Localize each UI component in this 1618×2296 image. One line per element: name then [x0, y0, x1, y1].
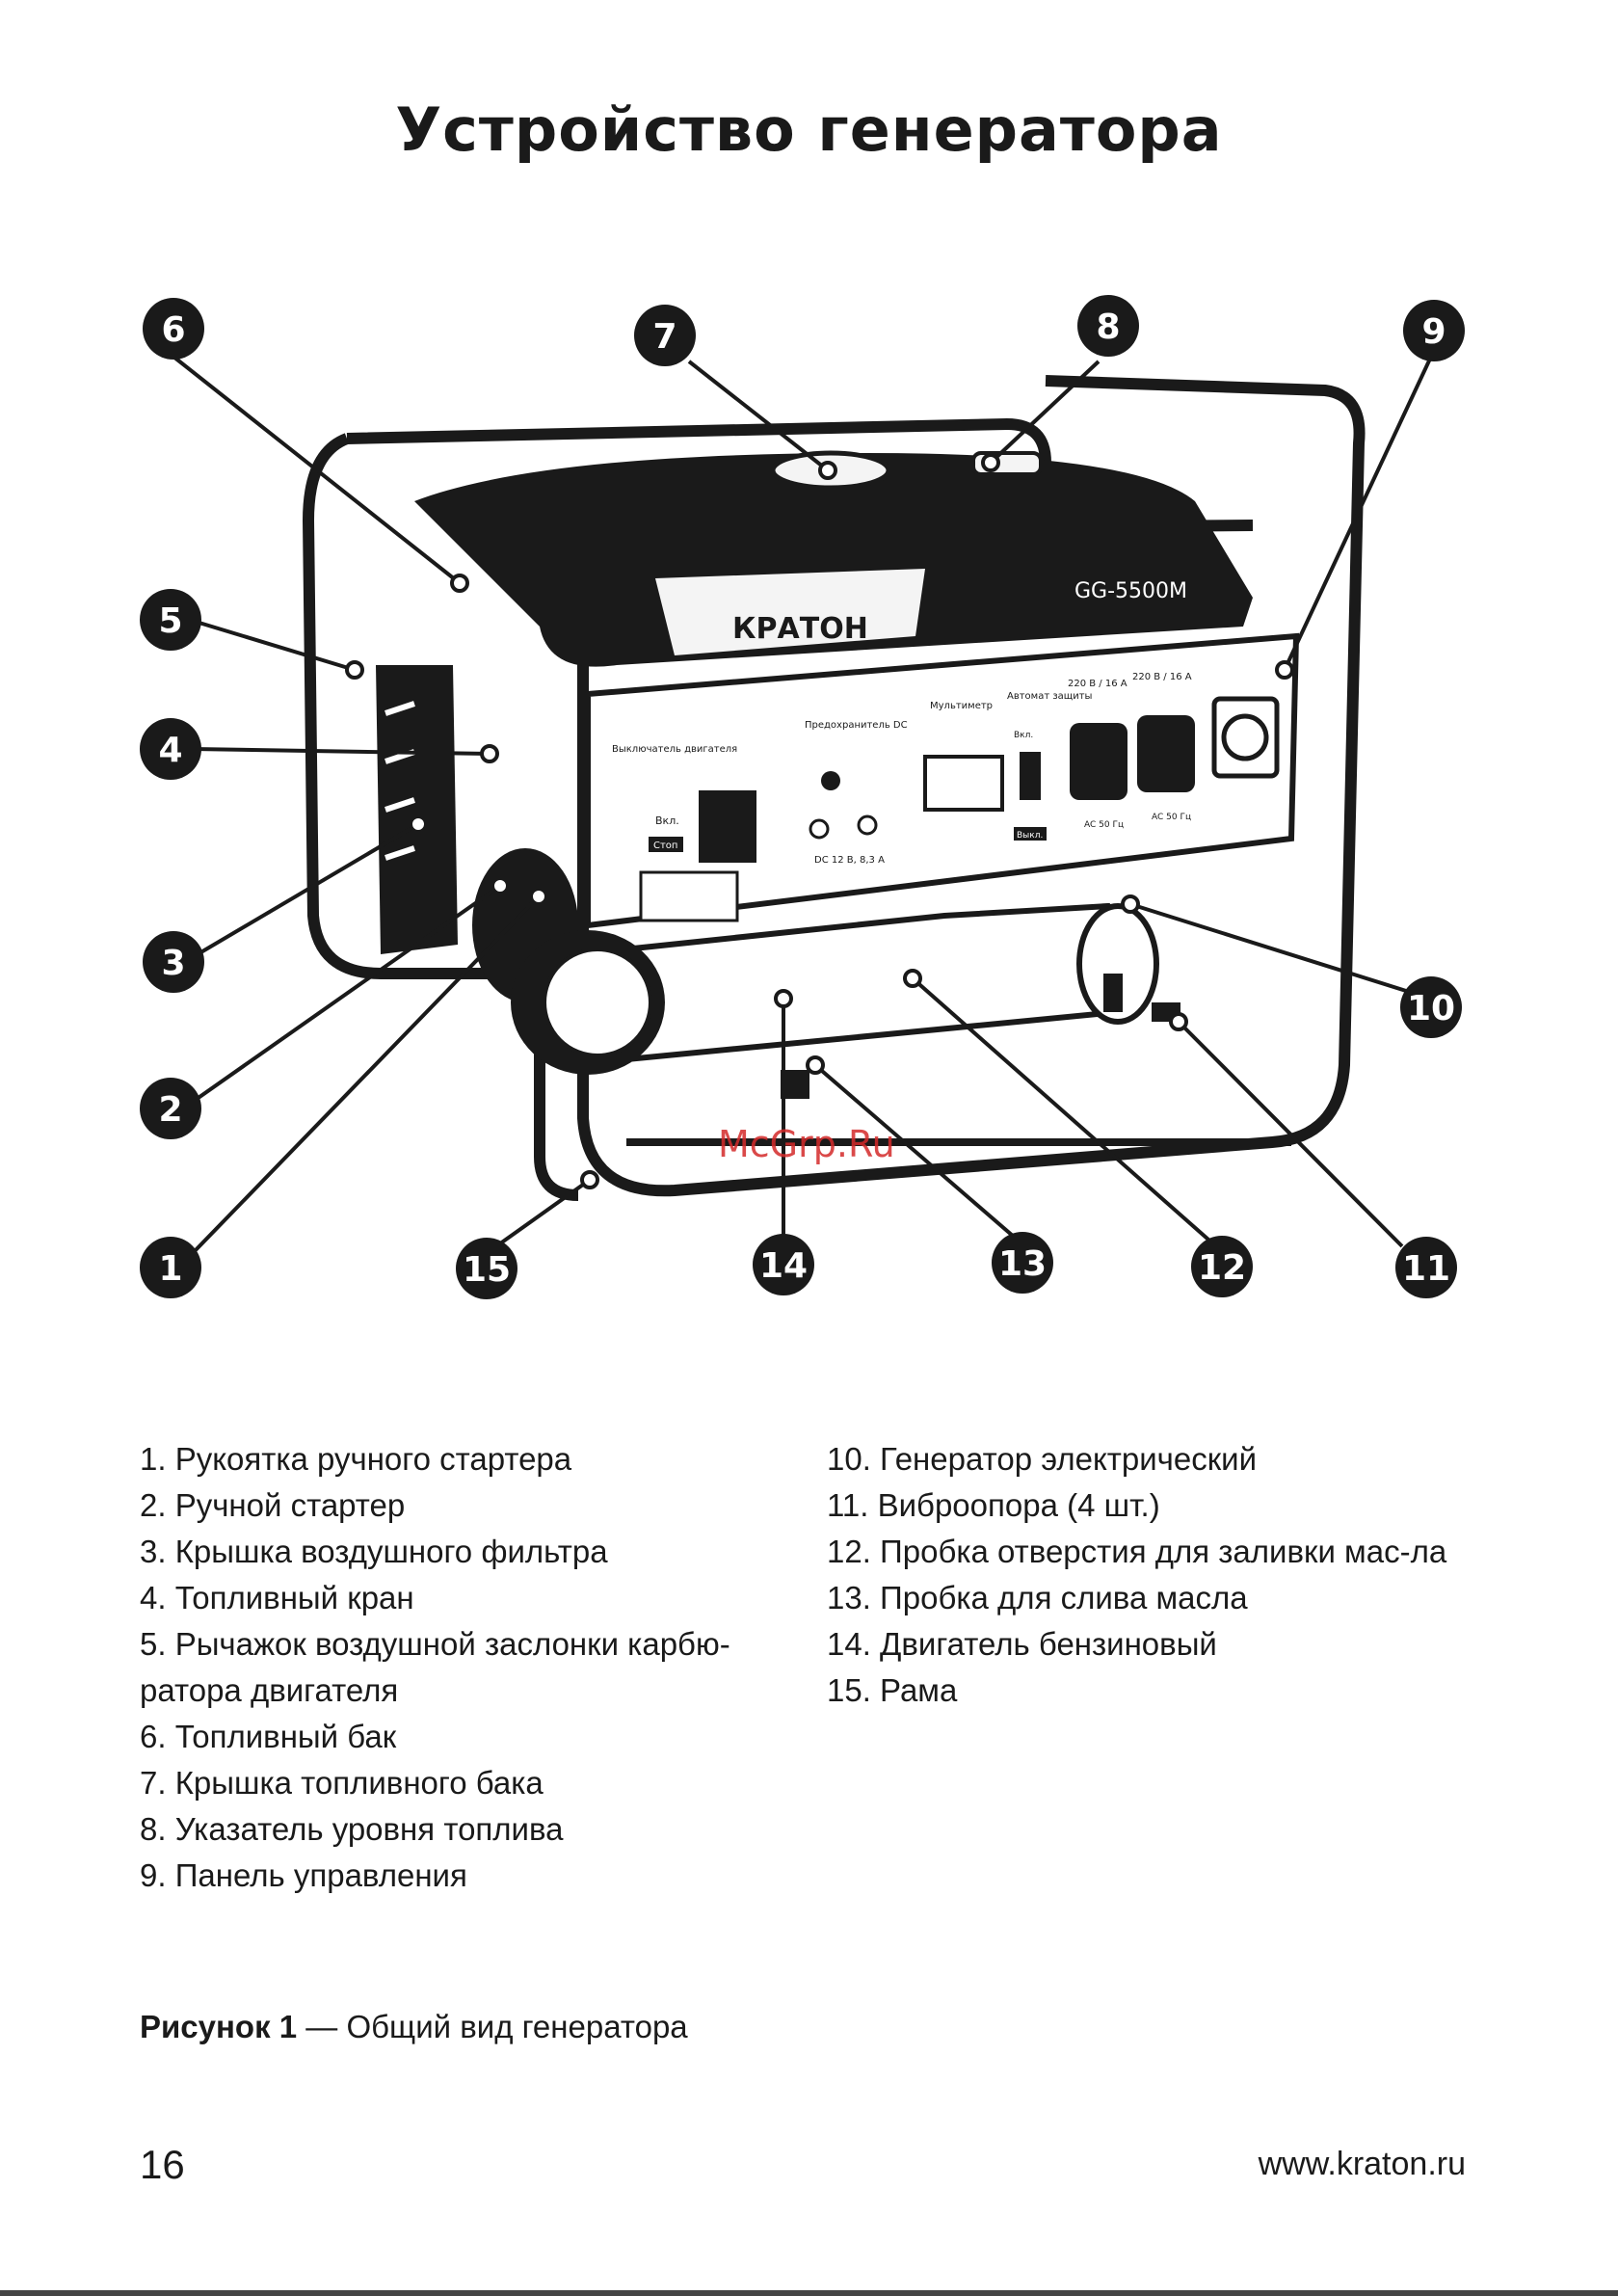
svg-text:12: 12 [1198, 1248, 1246, 1288]
legend-item: 3. Крышка воздушного фильтра [140, 1534, 608, 1569]
svg-text:3: 3 [161, 944, 185, 983]
fuel-tank: КРАТОН GG-5500M [414, 450, 1253, 667]
generator-figure: КРАТОН GG-5500M Выключатель двигателя Вк… [140, 295, 1465, 1299]
legend-item: 14. Двигатель бензиновый [827, 1626, 1217, 1662]
legend-item: 2. Ручной стартер [140, 1487, 406, 1523]
legend-item: 5. Рычажок воздушной заслонки карбю-рато… [140, 1626, 730, 1708]
control-panel: Выключатель двигателя Вкл. Стоп Предохра… [585, 632, 1300, 929]
legend-item: 15. Рама [827, 1672, 958, 1708]
svg-text:7: 7 [652, 317, 676, 357]
svg-text:11: 11 [1402, 1249, 1450, 1289]
site-url[interactable]: www.kraton.ru [1258, 2146, 1466, 2182]
svg-text:8: 8 [1096, 307, 1120, 347]
fuse-label: Предохранитель DC [805, 720, 908, 731]
svg-text:13: 13 [998, 1244, 1047, 1284]
legend-left: 1. Рукоятка ручного стартера 2. Ручной с… [140, 1436, 795, 1899]
svg-text:10: 10 [1407, 989, 1455, 1028]
figure-caption: Рисунок 1 — Общий вид генератора [140, 2009, 688, 2045]
engine [575, 902, 1159, 1064]
legend-item: 7. Крышка топливного бака [140, 1765, 544, 1801]
caption-label: Рисунок 1 [140, 2009, 298, 2044]
legend-item: 4. Топливный кран [140, 1580, 414, 1615]
svg-text:9: 9 [1421, 312, 1446, 352]
page-title: Устройство генератора [395, 94, 1223, 165]
callout-3: 3 [143, 931, 204, 993]
dc-output-label: DC 12 В, 8,3 А [814, 855, 885, 866]
breaker-switch [1020, 752, 1041, 800]
svg-text:1: 1 [158, 1249, 182, 1289]
legend-right: 10. Генератор электрический 11. Виброопо… [827, 1436, 1482, 1714]
bottom-rule [0, 2290, 1618, 2296]
callout-8: 8 [1077, 295, 1139, 357]
breaker-on-label: Вкл. [1014, 731, 1033, 740]
generator-illustration: КРАТОН GG-5500M Выключатель двигателя Вк… [140, 295, 1465, 1299]
socket-1 [1070, 723, 1127, 800]
callout-5: 5 [140, 589, 201, 651]
svg-text:2: 2 [158, 1090, 182, 1130]
watermark: McGrp.Ru [718, 1123, 895, 1165]
svg-text:5: 5 [158, 601, 182, 641]
socket2-freq: AC 50 Гц [1152, 813, 1191, 822]
callout-13: 13 [992, 1232, 1053, 1294]
legend-item: 13. Пробка для слива масла [827, 1580, 1248, 1615]
callout-9: 9 [1403, 300, 1465, 361]
engine-switch [699, 790, 756, 863]
callout-15: 15 [456, 1238, 517, 1299]
callout-10: 10 [1400, 976, 1462, 1038]
breaker-label: Автомат защиты [1007, 691, 1092, 702]
svg-text:15: 15 [463, 1250, 511, 1290]
switch-label: Выключатель двигателя [612, 744, 737, 755]
socket-3 [1211, 696, 1280, 779]
page-number: 16 [140, 2142, 185, 2187]
callout-4: 4 [140, 718, 201, 780]
leader-lines [172, 355, 1433, 1255]
multimeter-label: Мультиметр [930, 701, 993, 711]
callout-1: 1 [140, 1237, 201, 1298]
multimeter-display [923, 755, 1004, 812]
warning-sticker [639, 870, 739, 922]
leader-dots [345, 453, 1294, 1189]
svg-text:4: 4 [158, 731, 182, 770]
callout-12: 12 [1191, 1236, 1253, 1297]
breaker-off-label: Выкл. [1017, 831, 1043, 841]
svg-text:14: 14 [759, 1246, 808, 1286]
callout-14: 14 [753, 1234, 814, 1295]
callout-11: 11 [1395, 1237, 1457, 1298]
svg-text:6: 6 [161, 310, 185, 350]
model-name: GG-5500M [1074, 579, 1187, 603]
switch-off-label: Стоп [653, 841, 677, 851]
legend-item: 1. Рукоятка ручного стартера [140, 1441, 572, 1477]
legend-item: 9. Панель управления [140, 1857, 467, 1893]
switch-on-label: Вкл. [655, 814, 679, 827]
legend-item: 12. Пробка отверстия для заливки мас-ла [827, 1534, 1447, 1569]
fuse-icon [821, 771, 840, 790]
caption-text: — Общий вид генератора [297, 2009, 688, 2044]
brand-logo: КРАТОН [732, 612, 868, 646]
legend-item: 10. Генератор электрический [827, 1441, 1258, 1477]
legend-item: 11. Виброопора (4 шт.) [827, 1487, 1160, 1523]
legend-item: 6. Топливный бак [140, 1719, 397, 1754]
alternator [1076, 903, 1159, 1025]
vibration-mounts [781, 974, 1180, 1099]
socket-2 [1137, 715, 1195, 792]
callout-2: 2 [140, 1078, 201, 1139]
socket1-rating: 220 В / 16 А [1068, 679, 1127, 689]
legend-item: 8. Указатель уровня топлива [140, 1811, 564, 1847]
callout-6: 6 [143, 298, 204, 360]
callout-7: 7 [634, 305, 696, 366]
socket1-freq: AC 50 Гц [1084, 820, 1124, 830]
socket2-rating: 220 В / 16 А [1132, 672, 1192, 682]
air-filter [376, 665, 458, 954]
